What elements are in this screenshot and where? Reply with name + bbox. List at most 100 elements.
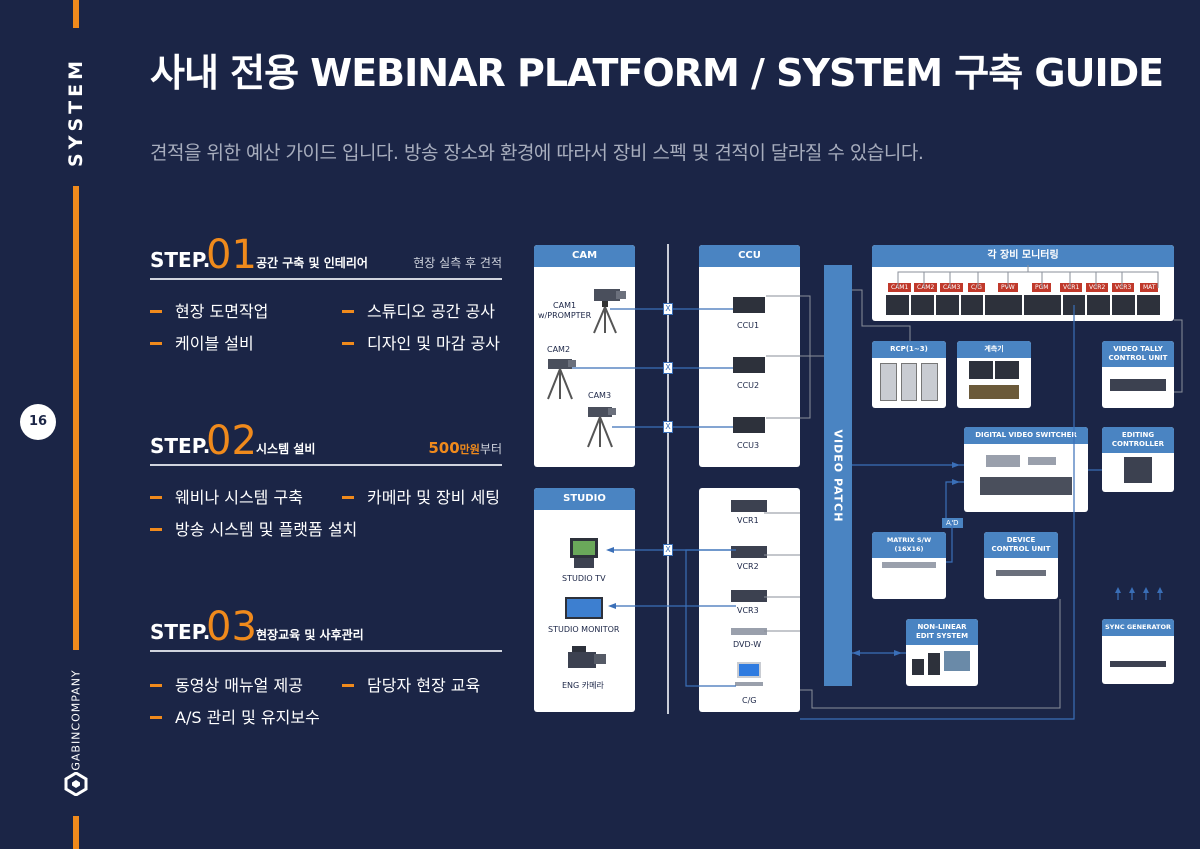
ccu-device-icon: [733, 417, 765, 433]
ccu1-label: CCU1: [737, 321, 760, 330]
page-number: 16: [20, 404, 56, 440]
step-price: 500만원부터: [428, 439, 502, 457]
cam1-label: CAM1 w/PROMPTER: [538, 301, 592, 320]
list-item: A/S 관리 및 유지보수: [150, 704, 320, 728]
monitor-wall: [886, 295, 1161, 315]
dvd-device-icon: [731, 628, 767, 635]
list-item: 담당자 현장 교육: [342, 672, 480, 696]
step-number: 03: [206, 604, 257, 650]
studio-panel: STUDIO STUDIO TV STUDIO MONITOR ENG 카메라: [534, 488, 635, 712]
step-number: 01: [206, 232, 257, 278]
computer-icon: [735, 662, 763, 686]
meter-box: 계측기: [957, 341, 1031, 408]
switcher-device-icon: [976, 451, 1076, 505]
ccu-panel-header: CCU: [699, 245, 800, 267]
step-note: 현장 실측 후 견적: [413, 256, 502, 270]
vcr3-label: VCR3: [737, 606, 759, 615]
list-item: 디자인 및 마감 공사: [342, 330, 500, 354]
step-01-header: STEP. 01 공간 구축 및 인테리어 현장 실측 후 견적: [150, 230, 502, 280]
cam3-label: CAM3: [588, 391, 612, 400]
step-number: 02: [206, 418, 257, 464]
step-02-header: STEP. 02 시스템 설비 500만원부터: [150, 416, 502, 466]
step-word: STEP.: [150, 248, 211, 272]
diagram-divider: [667, 244, 669, 714]
page-title: 사내 전용 WEBINAR PLATFORM / SYSTEM 구축 GUIDE: [150, 51, 1164, 95]
vcr2-label: VCR2: [737, 562, 759, 571]
monitor-label: VCR3: [1112, 283, 1135, 292]
list-item: 스튜디오 공간 공사: [342, 298, 495, 322]
camera-icon: [587, 407, 616, 448]
cam-panel: CAM CAM1 w/PROMPTER CAM2 CAM3: [534, 245, 635, 467]
tv-icon: [570, 538, 598, 568]
x-connector-icon: X: [663, 544, 673, 556]
monitoring-panel: 각 장비 모니터링 CAM1 CAM2 CAM3 C/G PVW PGM VCR…: [872, 245, 1174, 321]
x-connector-icon: X: [663, 421, 673, 433]
list-item: 동영상 매뉴얼 제공: [150, 672, 303, 696]
ccu3-label: CCU3: [737, 441, 760, 450]
ccu-device-icon: [733, 297, 765, 313]
matrix-device-icon: [882, 562, 936, 568]
nle-device-icon: [912, 649, 972, 679]
list-item: 카메라 및 장비 세팅: [342, 484, 500, 508]
rcp-device-icon: [880, 363, 939, 401]
video-patch-bar: VIDEO PATCH: [824, 265, 852, 686]
x-connector-icon: X: [663, 362, 673, 374]
vcr-device-icon: [731, 590, 767, 602]
list-item: 현장 도면작업: [150, 298, 268, 322]
monitor-label: C/G: [968, 283, 985, 292]
nle-header: NON-LINEAR EDIT SYSTEM: [906, 619, 978, 645]
monitor-label: MAT: [1140, 283, 1159, 292]
monitor-label: CAM2: [914, 283, 938, 292]
vcr-device-icon: [731, 500, 767, 512]
tally-device-icon: [1110, 379, 1166, 391]
monitor-label: CAM1: [888, 283, 912, 292]
step-word: STEP.: [150, 620, 211, 644]
monitor-label: VCR2: [1086, 283, 1109, 292]
tally-header: VIDEO TALLY CONTROL UNIT: [1102, 341, 1174, 367]
matrix-box: MATRIX S/W (16X16): [872, 532, 946, 599]
editing-box: EDITING CONTROLLER: [1102, 427, 1174, 492]
editing-header: EDITING CONTROLLER: [1102, 427, 1174, 453]
rail-line-middle: [73, 186, 79, 650]
step-01: STEP. 01 공간 구축 및 인테리어 현장 실측 후 견적 현장 도면작업…: [150, 230, 502, 353]
switcher-box: DIGITAL VIDEO SWITCHER: [964, 427, 1088, 512]
list-item: 웨비나 시스템 구축: [150, 484, 303, 508]
monitor-label: VCR1: [1060, 283, 1083, 292]
monitoring-panel-header: 각 장비 모니터링: [872, 245, 1174, 267]
studio-monitor-label: STUDIO MONITOR: [548, 625, 620, 634]
ccu-device-icon: [733, 357, 765, 373]
step-word: STEP.: [150, 434, 211, 458]
ccu2-label: CCU2: [737, 381, 760, 390]
cam-panel-header: CAM: [534, 245, 635, 267]
editing-device-icon: [1124, 457, 1152, 483]
step-label: 공간 구축 및 인테리어: [256, 256, 368, 270]
rail-line-bottom: [73, 816, 79, 849]
step-02: STEP. 02 시스템 설비 500만원부터 웨비나 시스템 구축 카메라 및…: [150, 416, 502, 546]
rail-line-top: [73, 0, 79, 28]
nle-box: NON-LINEAR EDIT SYSTEM: [906, 619, 978, 686]
monitor-icon: [565, 597, 603, 619]
cam2-label: CAM2: [547, 345, 571, 354]
device-control-icon: [996, 570, 1046, 576]
step-03-header: STEP. 03 현장교육 및 사후관리: [150, 602, 502, 652]
device-control-box: DEVICE CONTROL UNIT: [984, 532, 1058, 599]
sync-box: SYNC GENERATOR: [1102, 619, 1174, 684]
list-item: 방송 시스템 및 플랫폼 설치: [150, 516, 357, 540]
sync-header: SYNC GENERATOR: [1102, 619, 1174, 636]
dvd-label: DVD-W: [733, 640, 762, 649]
camera-prompter-icon: [593, 289, 626, 334]
eng-camera-label: ENG 카메라: [562, 681, 604, 690]
device-control-header: DEVICE CONTROL UNIT: [984, 532, 1058, 558]
studio-panel-header: STUDIO: [534, 488, 635, 510]
list-item: 케이블 설비: [150, 330, 254, 354]
switcher-header: DIGITAL VIDEO SWITCHER: [964, 427, 1088, 444]
step-03: STEP. 03 현장교육 및 사후관리 동영상 매뉴얼 제공 담당자 현장 교…: [150, 602, 502, 732]
x-connector-icon: X: [663, 303, 673, 315]
page-subtitle: 견적을 위한 예산 가이드 입니다. 방송 장소와 환경에 따라서 장비 스펙 …: [150, 142, 924, 164]
studio-tv-label: STUDIO TV: [562, 574, 606, 583]
sync-device-icon: [1110, 661, 1166, 667]
vcr1-label: VCR1: [737, 516, 759, 525]
step-label: 현장교육 및 사후관리: [256, 628, 364, 642]
monitor-label: CAM3: [940, 283, 964, 292]
